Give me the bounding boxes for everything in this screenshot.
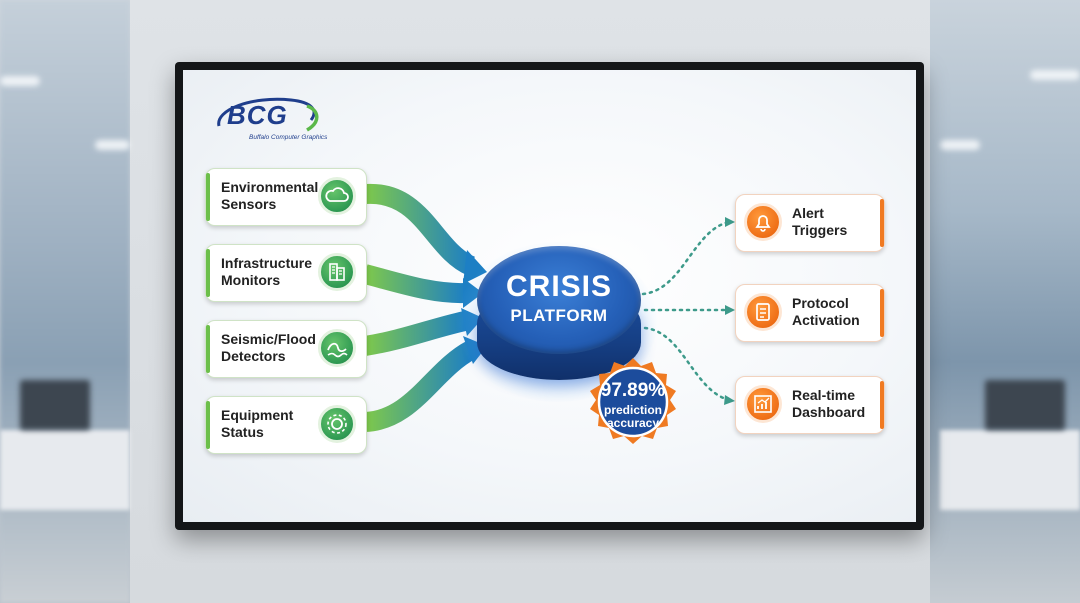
buildings-icon [318,253,356,291]
bcg-logo: BCG Buffalo Computer Graphics [211,92,331,152]
cloud-icon [318,177,356,215]
dotted-arrowhead [724,395,735,405]
output-label: Real-time Dashboard [792,387,866,420]
gear-icon [318,405,356,443]
dotted-connector-alert [641,220,731,296]
dotted-arrowhead [725,305,735,315]
ceiling-light [1030,70,1080,80]
chart-icon [744,385,782,423]
input-card-environmental-sensors: Environmental Sensors [205,168,367,226]
accuracy-label-line1: prediction [603,403,662,417]
ceiling-light [0,76,40,86]
bell-icon [744,203,782,241]
badge-seal [590,358,676,444]
accuracy-label-line2: accuracy [606,416,660,430]
flow-arrowhead [463,250,487,284]
output-card-protocol-activation: Protocol Activation [735,284,885,342]
input-card-infrastructure-monitors: Infrastructure Monitors [205,244,367,302]
wall-display: BCG Buffalo Computer Graphics Environmen… [175,62,924,530]
background-desk [0,430,130,510]
output-card-alert-triggers: Alert Triggers [735,194,885,252]
platform-subtitle: PLATFORM [510,306,608,325]
output-label: Protocol Activation [792,295,860,328]
background-left-window [0,0,130,603]
input-card-equipment-status: Equipment Status [205,396,367,454]
wave-icon [318,329,356,367]
background-right-office [930,0,1080,603]
flow-arrow-environmental [364,183,476,276]
input-label: Seismic/Flood Detectors [221,331,316,364]
platform-top [477,246,641,354]
output-label: Alert Triggers [792,205,848,238]
logo-tagline: Buffalo Computer Graphics [249,134,328,141]
flow-arrow-infrastructure [362,264,466,304]
accuracy-badge: 97.89% prediction accuracy [585,356,681,452]
input-label: Infrastructure Monitors [221,255,313,288]
logo-name: BCG [227,100,288,130]
input-label: Equipment Status [221,407,294,440]
input-label: Environmental Sensors [221,179,319,212]
background-monitor [20,380,90,430]
platform-title: CRISIS [505,270,613,303]
dotted-arrowhead [725,217,735,227]
flow-arrow-equipment [363,341,477,432]
background-desk [940,430,1080,510]
logo-swoosh [217,97,319,132]
ceiling-light [95,140,130,150]
flow-arrow-seismic [363,311,468,356]
dotted-connector-dashboard [643,326,731,402]
output-card-realtime-dashboard: Real-time Dashboard [735,376,885,434]
input-card-seismic-flood-detectors: Seismic/Flood Detectors [205,320,367,378]
accuracy-value: 97.89% [600,380,666,401]
clipboard-icon [744,293,782,331]
ceiling-light [940,140,980,150]
display-screen: BCG Buffalo Computer Graphics Environmen… [183,70,916,522]
background-monitor [985,380,1065,430]
